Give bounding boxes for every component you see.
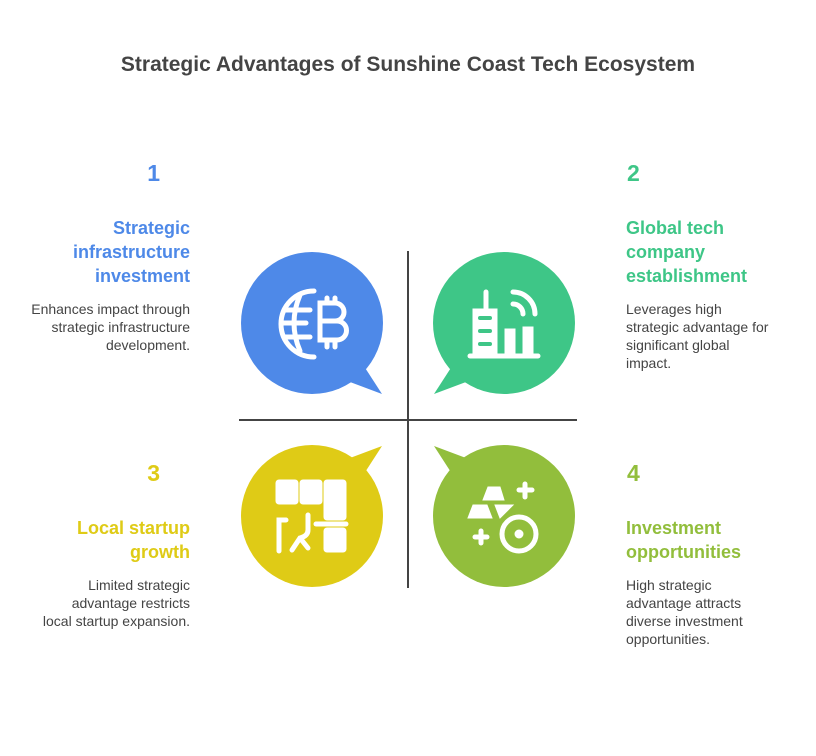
quadrant-heading: Global tech company establishment: [626, 218, 748, 286]
quadrant-description: Leverages high strategic advantage for s…: [626, 301, 769, 371]
quadrant-heading: Investment opportunities: [626, 518, 741, 562]
quadrant-description: Enhances impact through strategic infras…: [31, 301, 190, 353]
bubble-2: [433, 252, 575, 394]
bubble-3: [241, 445, 383, 587]
quadrant-number: 2: [627, 160, 640, 186]
quadrant-heading: Strategic infrastructure investment: [0, 216, 190, 288]
quadrant-heading: Local startup growth: [76, 518, 190, 562]
quadrant-number: 1: [147, 160, 160, 186]
heading-text: Strategic infrastructure investment: [72, 218, 190, 286]
quadrant-description: High strategic advantage attracts divers…: [626, 577, 743, 647]
bubble-1: [241, 252, 383, 394]
quadrant-number: 3: [147, 460, 160, 486]
office-layout-icon: [275, 479, 349, 554]
page-title: Strategic Advantages of Sunshine Coast T…: [120, 53, 696, 76]
quadrant-number: 4: [627, 460, 640, 486]
bubble-4: [433, 445, 575, 587]
gold-bars-wheel-icon: [467, 481, 539, 554]
globe-bitcoin-icon: [278, 288, 349, 360]
quadrant-description: Limited strategic advantage restricts lo…: [42, 577, 190, 629]
building-signal-icon: [467, 289, 541, 359]
